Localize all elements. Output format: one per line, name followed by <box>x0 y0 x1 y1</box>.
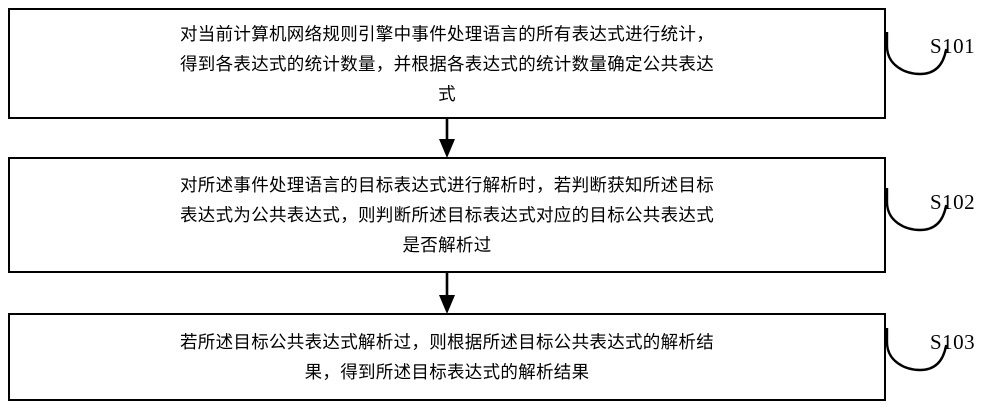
step-reference-s102: S102 <box>884 188 1000 246</box>
step-reference-s103: S103 <box>884 328 1000 386</box>
arrow-down-icon <box>439 271 455 314</box>
flowchart-step-box-s101: 对当前计算机网络规则引擎中事件处理语言的所有表达式进行统计， 得到各表达式的统计… <box>8 8 886 119</box>
flowchart-connector-s102-s103 <box>405 271 495 315</box>
step-reference-hook-icon <box>885 32 948 76</box>
flowchart-step-text-s101: 对当前计算机网络规则引擎中事件处理语言的所有表达式进行统计， 得到各表达式的统计… <box>180 23 714 104</box>
step-reference-hook-icon <box>885 188 948 232</box>
step-reference-hook-icon <box>885 328 948 372</box>
flowchart-connector-s101-s102 <box>405 117 495 159</box>
flowchart-step-text-s102: 对所述事件处理语言的目标表达式进行解析时，若判断获知所述目标 表达式为公共表达式… <box>180 175 714 255</box>
step-reference-label-s101: S101 <box>930 34 976 58</box>
flowchart-step-text-s103: 若所述目标公共表达式解析过，则根据所述目标公共表达式的解析结 果，得到所述目标表… <box>180 332 714 382</box>
step-reference-label-s103: S103 <box>930 330 976 354</box>
flowchart-step-box-s103: 若所述目标公共表达式解析过，则根据所述目标公共表达式的解析结 果，得到所述目标表… <box>8 313 886 401</box>
arrow-down-icon <box>439 117 455 158</box>
step-reference-label-s102: S102 <box>930 190 976 214</box>
flowchart-step-box-s102: 对所述事件处理语言的目标表达式进行解析时，若判断获知所述目标 表达式为公共表达式… <box>8 157 886 273</box>
step-reference-s101: S101 <box>884 32 1000 90</box>
